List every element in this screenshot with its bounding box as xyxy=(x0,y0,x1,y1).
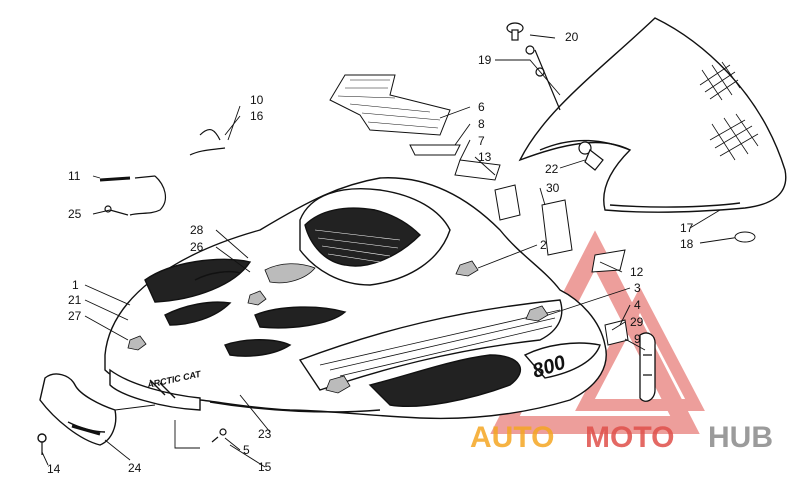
bumper xyxy=(37,373,117,455)
callout-28: 28 xyxy=(190,223,204,237)
callout-30: 30 xyxy=(546,181,560,195)
callout-19: 19 xyxy=(478,53,492,67)
callout-8: 8 xyxy=(478,117,485,131)
hood-body xyxy=(104,177,607,420)
callout-21: 21 xyxy=(68,293,82,307)
small-decals xyxy=(409,144,629,346)
callout-3: 3 xyxy=(634,281,641,295)
watermark-auto: AUTO xyxy=(470,421,554,454)
leader-lines xyxy=(41,34,756,468)
callout-11: 11 xyxy=(68,169,81,183)
callout-15: 15 xyxy=(258,460,272,474)
callout-1: 1 xyxy=(72,278,79,292)
callout-16: 16 xyxy=(250,109,264,123)
cable-assembly xyxy=(99,128,226,216)
callout-6: 6 xyxy=(478,100,485,114)
callout-27: 27 xyxy=(68,309,82,323)
bracket xyxy=(639,332,656,402)
callout-labels: 1 2 3 4 5 6 7 8 9 10 11 12 13 14 15 16 1… xyxy=(47,30,694,476)
callout-5: 5 xyxy=(243,443,250,457)
watermark-text: AUTO MOTO HUB xyxy=(470,421,773,454)
callout-18: 18 xyxy=(680,237,694,251)
callout-9: 9 xyxy=(634,332,641,346)
callout-10: 10 xyxy=(250,93,264,107)
callout-25: 25 xyxy=(68,207,82,221)
callout-14: 14 xyxy=(47,462,61,476)
screw xyxy=(211,428,227,443)
callout-17: 17 xyxy=(680,221,694,235)
callout-13: 13 xyxy=(478,150,492,164)
callout-4: 4 xyxy=(634,298,641,312)
callout-22: 22 xyxy=(545,162,559,176)
watermark-moto: MOTO xyxy=(585,421,674,454)
windshield xyxy=(518,17,787,213)
callout-23: 23 xyxy=(258,427,272,441)
callout-24: 24 xyxy=(128,461,142,475)
callout-12: 12 xyxy=(630,265,644,279)
callout-20: 20 xyxy=(565,30,579,44)
callout-7: 7 xyxy=(478,134,485,148)
callout-2: 2 xyxy=(540,238,547,252)
seat-pad xyxy=(329,74,451,136)
watermark-hub: HUB xyxy=(708,421,773,454)
callout-29: 29 xyxy=(630,315,644,329)
hood-decals xyxy=(127,260,549,394)
callout-26: 26 xyxy=(190,240,204,254)
